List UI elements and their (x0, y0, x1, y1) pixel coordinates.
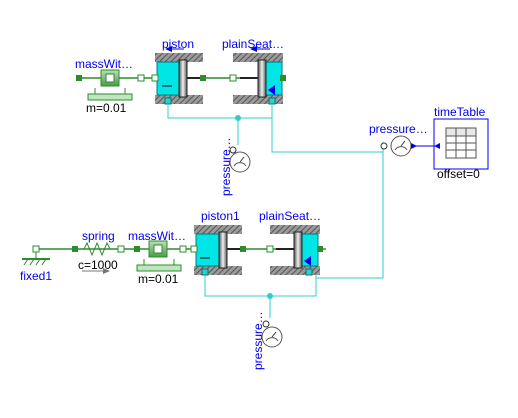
bottom-plainseat-component[interactable] (266, 225, 323, 276)
bottom-mass-component[interactable] (134, 240, 187, 272)
bottom-pressure-sensor[interactable] (261, 320, 283, 348)
bottom-pressure-name-label: pressure… (251, 311, 265, 370)
pressure-source-component[interactable] (380, 135, 434, 157)
spring-name-label: spring (82, 229, 115, 243)
bottom-hydraulic-connection (204, 152, 384, 318)
spring-component[interactable] (72, 241, 125, 274)
time-table-component[interactable] (433, 118, 489, 170)
time-table-param-label: offset=0 (437, 167, 480, 181)
top-hydraulic-connection (167, 104, 384, 153)
top-piston-name-label: piston (162, 37, 195, 51)
bottom-piston-component[interactable] (190, 225, 246, 276)
time-table-name-label: timeTable (434, 105, 486, 119)
fixed-name-label: fixed1 (20, 269, 53, 283)
bottom-mass-name-label: massWit… (128, 229, 186, 243)
bottom-mass-param-label: m=0.01 (138, 272, 179, 286)
bottom-piston-name-label: piston1 (201, 209, 240, 223)
bottom-seat-name-label: plainSeat… (259, 209, 322, 223)
top-mass-name-label: massWit… (75, 57, 133, 71)
top-junction-node (235, 115, 241, 121)
top-pressure-name-label: pressure… (219, 137, 233, 196)
fixed-component[interactable] (22, 245, 50, 266)
spring-param-label: c=1000 (78, 258, 118, 272)
source-pressure-name-label: pressure… (369, 122, 428, 136)
top-mass-component[interactable] (76, 69, 145, 101)
top-piston-component[interactable] (151, 46, 206, 105)
top-plainseat-component[interactable] (229, 46, 286, 105)
top-seat-name-label: plainSeat… (222, 37, 285, 51)
bottom-junction-node (267, 293, 273, 299)
top-mass-param-label: m=0.01 (86, 101, 127, 115)
top-pressure-sensor[interactable] (229, 146, 251, 173)
